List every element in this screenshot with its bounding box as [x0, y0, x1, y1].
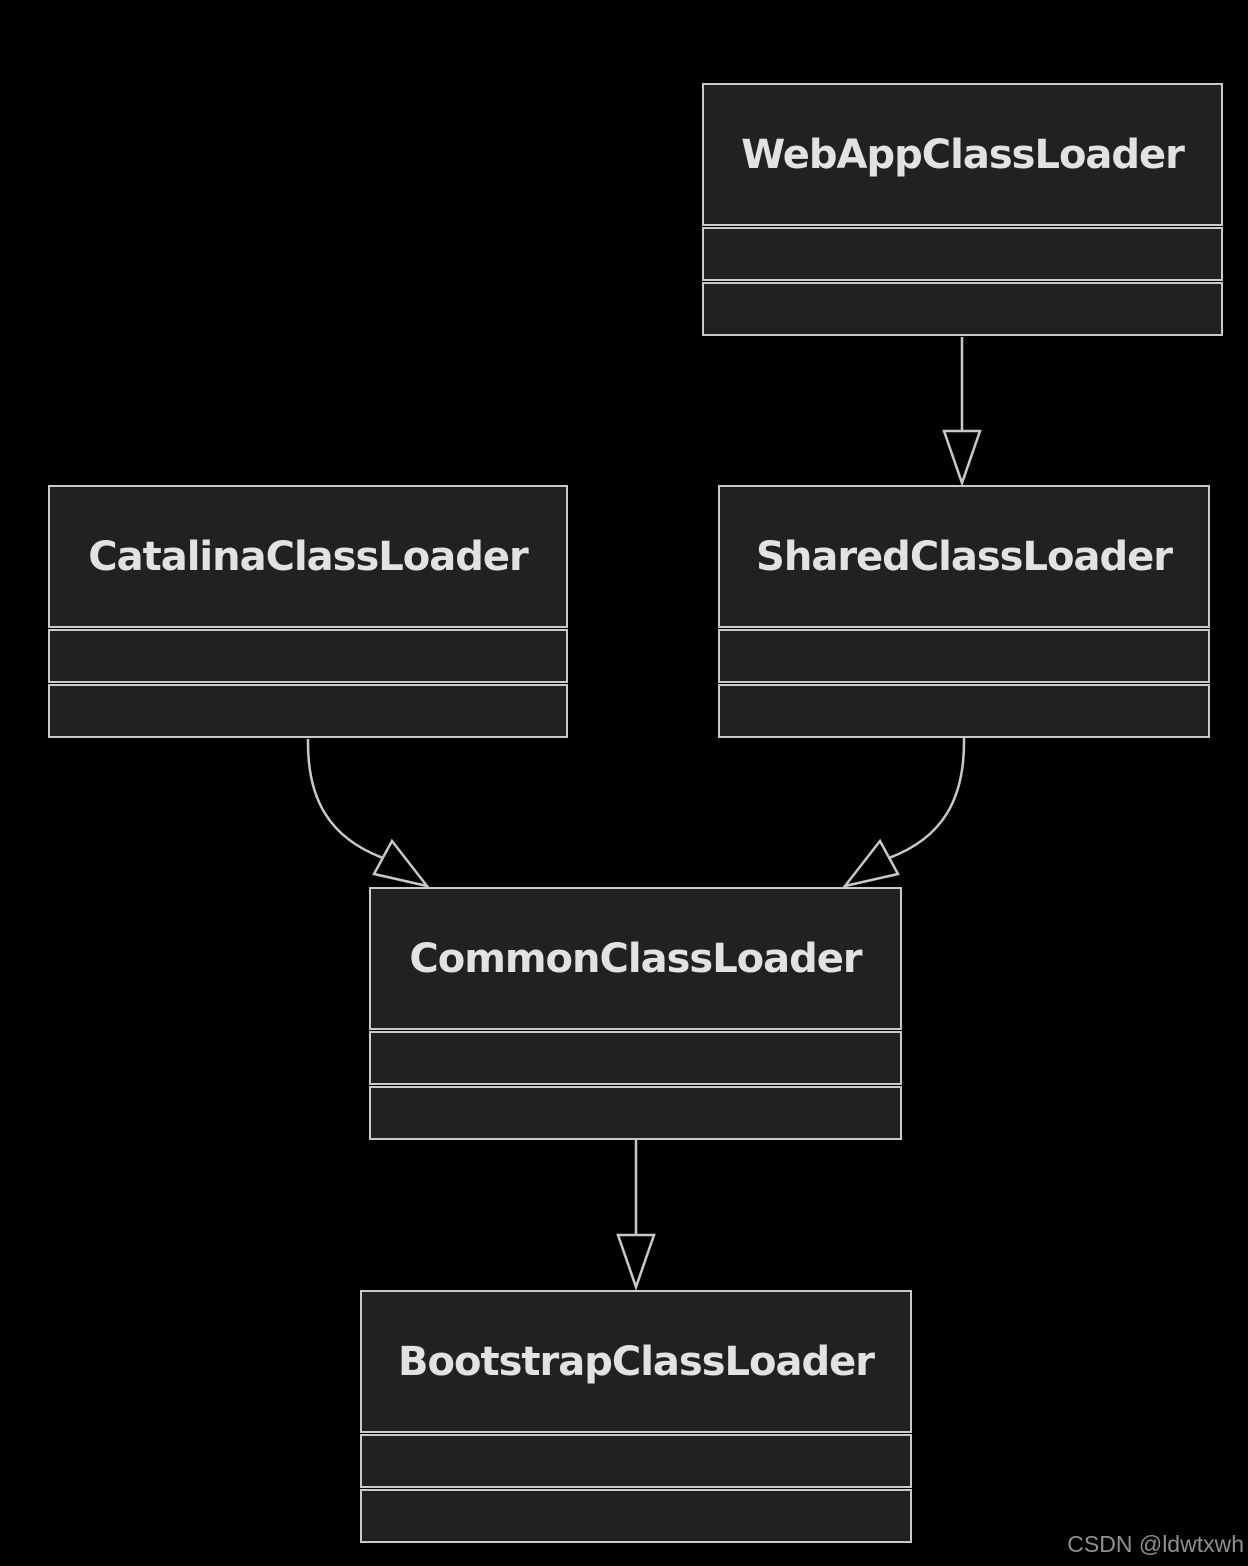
attributes-compartment [360, 1434, 912, 1488]
class-node-sharedclassloader[interactable]: SharedClassLoader [718, 485, 1210, 738]
edge-line [306, 738, 384, 860]
hollow-triangle-arrowhead [942, 429, 982, 487]
methods-compartment [369, 1086, 902, 1140]
class-name: WebAppClassLoader [741, 131, 1185, 178]
attributes-compartment [48, 629, 568, 683]
hollow-triangle-arrowhead [372, 838, 431, 888]
methods-compartment [360, 1489, 912, 1543]
class-node-catalinaclassloader[interactable]: CatalinaClassLoader [48, 485, 568, 738]
attributes-compartment [369, 1031, 902, 1085]
class-name: CatalinaClassLoader [88, 533, 528, 580]
methods-compartment [48, 684, 568, 738]
class-name: BootstrapClassLoader [398, 1338, 875, 1385]
attributes-compartment [702, 227, 1223, 281]
class-node-commonclassloader[interactable]: CommonClassLoader [369, 887, 902, 1140]
hollow-triangle-arrowhead [841, 838, 900, 888]
attributes-compartment [718, 629, 1210, 683]
class-name: CommonClassLoader [409, 935, 862, 982]
edge-common-to-bootstrap [616, 1140, 656, 1291]
methods-compartment [718, 684, 1210, 738]
class-name-compartment: SharedClassLoader [718, 485, 1210, 628]
edge-catalina-to-common [306, 738, 431, 888]
methods-compartment [702, 282, 1223, 336]
class-name-compartment: WebAppClassLoader [702, 83, 1223, 226]
watermark: CSDN @ldwtxwh [1067, 1531, 1244, 1557]
class-name-compartment: BootstrapClassLoader [360, 1290, 912, 1433]
edge-shared-to-common [841, 737, 966, 888]
class-node-bootstrapclassloader[interactable]: BootstrapClassLoader [360, 1290, 912, 1543]
class-name-compartment: CatalinaClassLoader [48, 485, 568, 628]
class-name: SharedClassLoader [756, 533, 1173, 580]
edge-webapp-to-shared [942, 337, 982, 487]
edge-line [888, 737, 966, 860]
hollow-triangle-arrowhead [616, 1233, 656, 1291]
class-node-webappclassloader[interactable]: WebAppClassLoader [702, 83, 1223, 336]
class-name-compartment: CommonClassLoader [369, 887, 902, 1030]
